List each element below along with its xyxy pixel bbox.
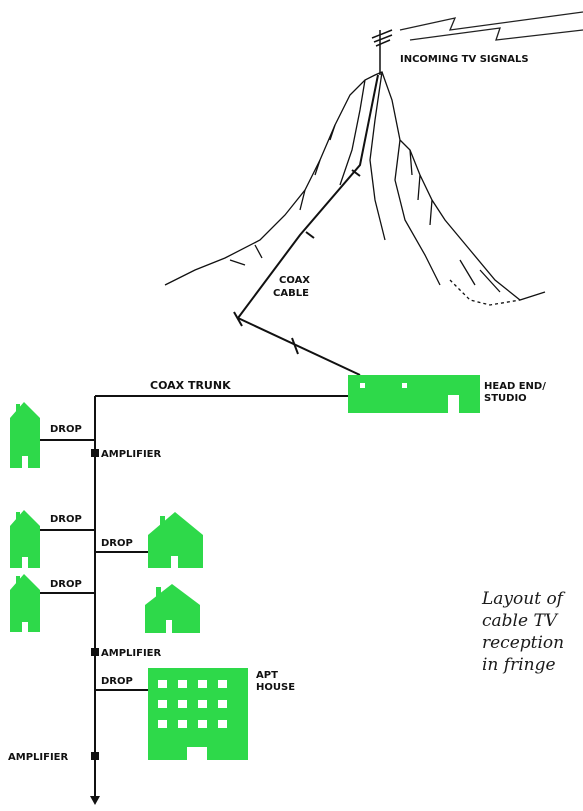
incoming-signal-lines [399,11,583,41]
caption-line: Layout of [482,589,563,609]
caption: Layout of cable TV reception in fringe [482,588,583,676]
house-icon [10,510,40,568]
incoming-signals-label: INCOMING TV SIGNALS [400,54,529,65]
house-door [22,557,28,568]
mountain-icon [164,71,546,306]
house-door [166,620,172,633]
house-door [22,622,28,632]
apartment-window [158,680,167,688]
apartment-window [218,700,227,708]
coax-trunk-label: COAX TRUNK [150,379,231,392]
amplifier-label: AMPLIFIER [101,449,161,460]
amplifier-block [91,752,99,760]
apartment-window [218,720,227,728]
apartment-window [198,720,207,728]
apartment-window [198,700,207,708]
caption-line: in fringe [482,655,556,675]
caption-line: cable TV [482,611,558,631]
coax-cable-line [233,74,379,376]
drop-label: DROP [50,514,82,525]
drop-label: DROP [50,424,82,435]
house-icon [148,512,203,568]
apt-house-label: APT [256,670,278,681]
coax-cable-label: COAX [279,275,310,286]
amplifier-label: AMPLIFIER [8,752,68,763]
apartment-window [218,680,227,688]
drop-label: DROP [101,676,133,687]
coax-cable-label: CABLE [273,288,309,299]
apartment-window [178,700,187,708]
apartment-window [178,720,187,728]
house-door [22,456,28,468]
caption-line: reception [482,633,565,653]
head-end-window [360,383,365,388]
amplifier-block [91,648,99,656]
head-end-label: STUDIO [484,393,527,404]
antenna-icon [371,29,393,75]
apt-house-label: HOUSE [256,682,295,693]
apartment-windows [158,680,227,728]
head-end-studio-building [348,375,480,413]
coax-trunk-lines [40,395,348,796]
drop-label: DROP [50,579,82,590]
amplifier-label: AMPLIFIER [101,648,161,659]
house-icon [10,574,40,632]
apartment-window [198,680,207,688]
apartment-window [178,680,187,688]
drop-label: DROP [101,538,133,549]
apartment-window [158,720,167,728]
house-door [171,556,178,568]
head-end-window [402,383,407,388]
amplifier-block [91,449,99,457]
apartment-door [187,747,207,760]
apartment-window [158,700,167,708]
house-icon [10,402,40,468]
head-end-label: HEAD END/ [484,381,546,392]
head-end-door [448,395,459,413]
arrow-down-icon [90,796,100,805]
house-icon [145,584,200,633]
